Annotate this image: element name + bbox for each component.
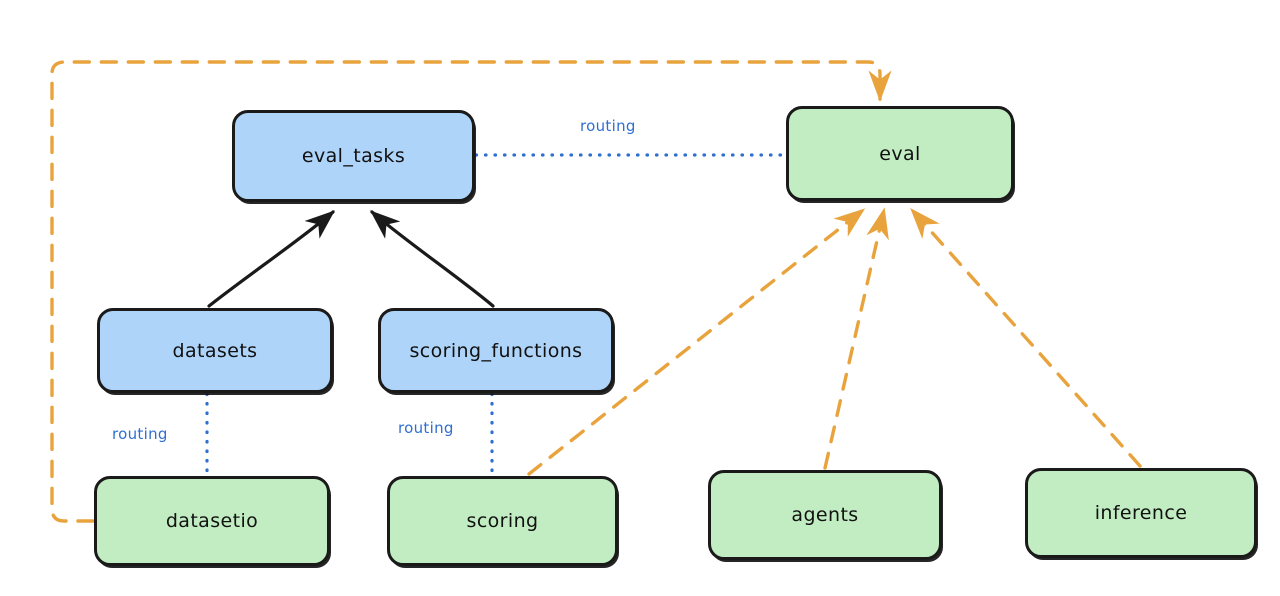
node-scoring[interactable]: scoring <box>387 476 618 566</box>
node-datasets[interactable]: datasets <box>97 308 333 393</box>
node-label-datasetio: datasetio <box>165 510 259 532</box>
node-eval[interactable]: eval <box>786 106 1014 201</box>
node-label-datasets: datasets <box>172 339 258 362</box>
node-scoring-functions[interactable]: scoring_functions <box>378 308 614 393</box>
node-inference[interactable]: inference <box>1025 468 1257 558</box>
edge-scoring-to-eval <box>527 208 866 476</box>
node-label-agents: agents <box>791 504 859 526</box>
edge-agents-to-eval <box>823 207 889 470</box>
node-label-inference: inference <box>1094 502 1188 524</box>
edge-scoring-functions-to-eval-tasks <box>370 210 495 308</box>
node-label-scoring-functions: scoring_functions <box>409 339 583 362</box>
node-datasetio[interactable]: datasetio <box>94 476 330 566</box>
edge-datasetio-to-eval <box>50 60 892 523</box>
node-eval-tasks[interactable]: eval_tasks <box>232 110 475 202</box>
edge-inference-to-eval <box>910 207 1142 468</box>
edge-label-routing-eval-tasks-eval: routing <box>578 117 638 135</box>
node-label-eval-tasks: eval_tasks <box>301 145 406 167</box>
edge-label-routing-datasets-datasetio: routing <box>110 425 170 443</box>
edge-label-routing-scoring-functions-scoring: routing <box>396 419 456 437</box>
node-label-eval: eval <box>879 142 921 165</box>
node-label-scoring: scoring <box>466 510 539 532</box>
node-agents[interactable]: agents <box>708 470 942 560</box>
edge-datasets-to-eval-tasks <box>207 210 335 308</box>
